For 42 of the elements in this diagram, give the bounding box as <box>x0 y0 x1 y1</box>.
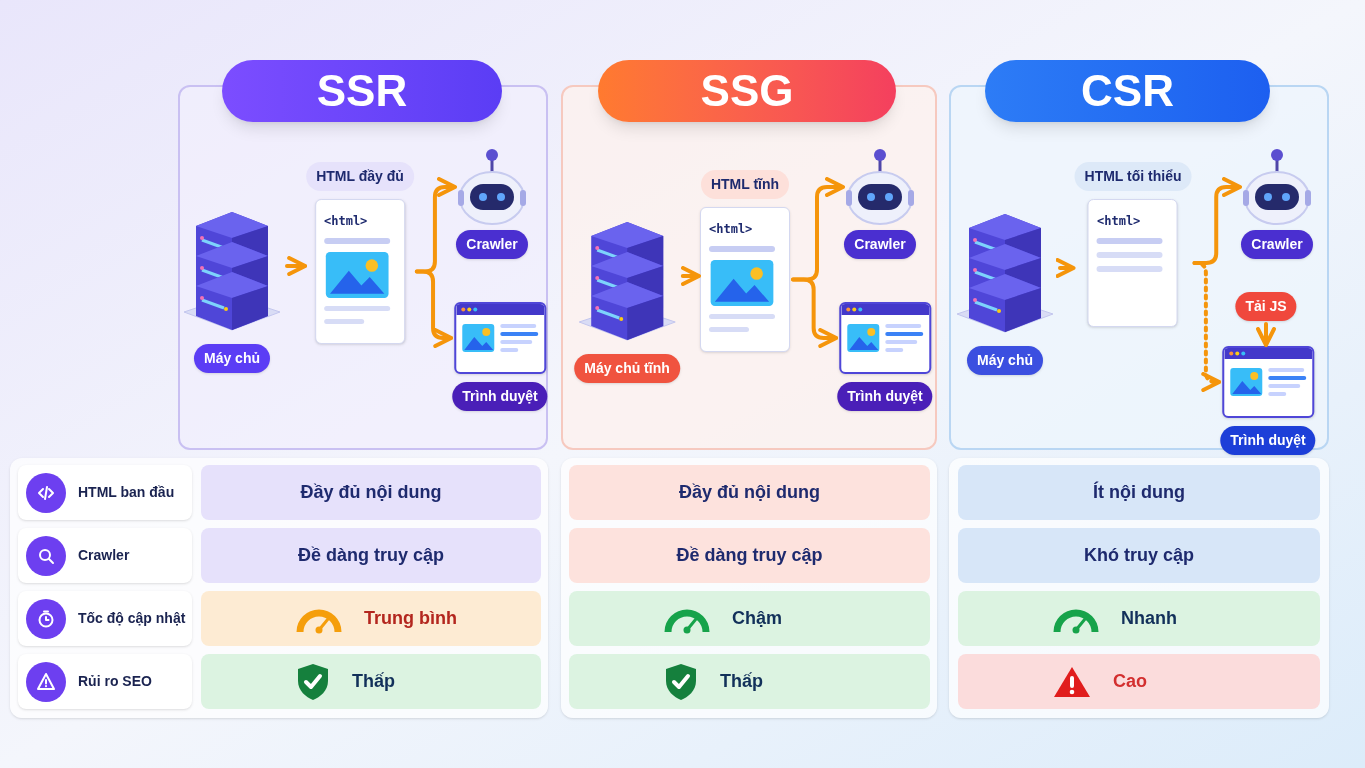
caption-pill: HTML đầy đủ <box>306 162 414 191</box>
label-pill: Máy chủ <box>194 344 270 373</box>
label-pill: Crawler <box>456 230 528 259</box>
label-pill: Tải JS <box>1235 292 1297 321</box>
caption-pill: HTML tối thiểu <box>1074 162 1192 191</box>
caption-pill: HTML tĩnh <box>700 170 790 199</box>
cell-text: Đề dàng truy cập <box>676 544 823 567</box>
label-pill: Máy chủ tĩnh <box>574 354 680 383</box>
label-pill: Crawler <box>844 230 916 259</box>
label-pill: Trình duyệt <box>1220 426 1316 455</box>
cell-text: Thấp <box>720 670 763 693</box>
title-pill: SSR <box>222 60 502 122</box>
label-pill: Trình duyệt <box>452 382 548 411</box>
arrow <box>1192 261 1222 392</box>
cell-text: Khó truy cập <box>1084 544 1194 567</box>
row-header: Crawler <box>78 546 130 565</box>
code-text: <html> <box>324 213 369 230</box>
arrow <box>1055 258 1076 278</box>
row-header: Rủi ro SEO <box>78 672 152 691</box>
row-header: HTML ban đầu <box>78 483 175 502</box>
arrow <box>1256 322 1276 347</box>
cell-text: Chậm <box>732 607 782 630</box>
arrow <box>285 256 308 276</box>
cell-text: Đề dàng truy cập <box>298 544 444 567</box>
cell-text: Trung bình <box>364 607 457 630</box>
row-header: Tốc độ cập nhật <box>78 609 186 628</box>
code-text: <html> <box>709 221 754 238</box>
cell-text: Đầy đủ nội dung <box>300 481 442 504</box>
label-pill: Crawler <box>1241 230 1313 259</box>
title-pill: CSR <box>985 60 1270 122</box>
cell-text: Ít nội dung <box>1093 480 1185 504</box>
title-pill: SSG <box>598 60 896 122</box>
cell-text: Thấp <box>352 670 395 693</box>
arrow <box>680 266 701 286</box>
cell-text: Cao <box>1113 670 1147 693</box>
cell-text: Đầy đủ nội dung <box>679 481 820 504</box>
label-pill: Máy chủ <box>967 346 1043 375</box>
cell-text: Nhanh <box>1121 607 1177 630</box>
label-pill: Trình duyệt <box>837 382 933 411</box>
code-text: <html> <box>1097 213 1142 230</box>
arrow <box>414 269 454 348</box>
arrow <box>791 277 839 348</box>
